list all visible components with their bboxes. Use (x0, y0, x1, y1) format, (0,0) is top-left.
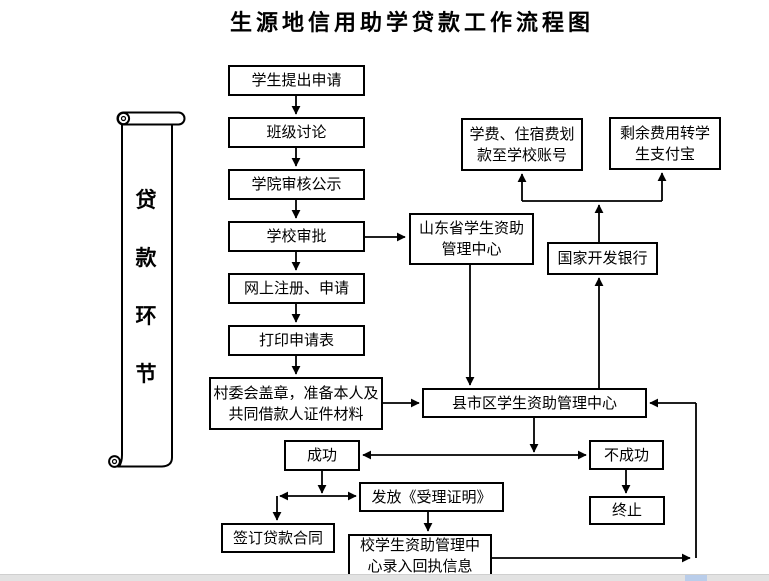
node-label: 班级讨论 (266, 124, 327, 141)
node-village-seal: 村委会盖章，准备本人及 共同借款人证件材料 (209, 377, 383, 430)
node-online-register: 网上注册、申请 (228, 273, 365, 304)
node-label: 共同借款人证件材料 (228, 405, 364, 423)
node-print-form: 打印申请表 (228, 325, 365, 356)
node-success: 成功 (284, 440, 360, 471)
node-terminate: 终止 (589, 496, 665, 525)
node-label: 打印申请表 (258, 332, 334, 349)
node-remainder-to-alipay: 剩余费用转学 生支付宝 (609, 117, 721, 170)
node-college-review: 学院审核公示 (228, 169, 365, 200)
page-title: 生源地信用助学贷款工作流程图 (229, 10, 594, 35)
node-school-approval: 学校审批 (228, 221, 365, 252)
node-label: 管理中心 (441, 241, 502, 258)
node-label: 终止 (611, 502, 642, 519)
node-label: 学生提出申请 (251, 72, 342, 89)
horizontal-scrollbar-thumb[interactable] (685, 575, 707, 581)
node-label: 山东省学生资助 (418, 220, 524, 237)
node-label: 不成功 (603, 446, 649, 464)
node-cdb-bank: 国家开发银行 (547, 242, 658, 275)
horizontal-scrollbar-track[interactable] (0, 574, 769, 581)
node-school-receipt-entry: 校学生资助管理中 心录入回执信息 (348, 534, 492, 577)
node-label: 网上注册、申请 (243, 280, 349, 297)
node-student-apply: 学生提出申请 (228, 65, 365, 96)
node-label: 剩余费用转学 (619, 124, 710, 142)
node-sign-contract: 签订贷款合同 (221, 523, 335, 553)
node-class-discussion: 班级讨论 (228, 117, 365, 148)
banner-char: 贷 (135, 189, 157, 212)
banner-char: 款 (135, 247, 157, 270)
node-label: 生支付宝 (634, 145, 695, 163)
node-label: 村委会盖章，准备本人及 (213, 384, 379, 402)
node-label: 签订贷款合同 (232, 529, 323, 547)
loan-steps-banner-label: 贷 款 环 节 (126, 190, 166, 386)
node-issue-acceptance-proof: 发放《受理证明》 (359, 482, 504, 512)
node-tuition-to-school-account: 学费、住宿费划 款至学校账号 (461, 118, 583, 171)
node-label: 国家开发银行 (557, 250, 648, 267)
node-county-aid-center: 县市区学生资助管理中心 (422, 388, 647, 418)
node-province-aid-center: 山东省学生资助 管理中心 (409, 213, 534, 265)
node-label: 学费、住宿费划 (469, 125, 575, 143)
node-label: 款至学校账号 (476, 146, 567, 164)
node-fail: 不成功 (589, 440, 664, 470)
node-label: 县市区学生资助管理中心 (451, 394, 617, 412)
banner-char: 环 (135, 305, 157, 328)
node-label: 成功 (306, 447, 337, 464)
node-label: 校学生资助管理中 (359, 536, 480, 554)
banner-char: 节 (135, 363, 157, 386)
node-label: 学院审核公示 (251, 176, 342, 193)
node-label: 心录入回执信息 (367, 557, 473, 575)
node-label: 学校审批 (266, 228, 327, 245)
node-label: 发放《受理证明》 (371, 488, 492, 506)
